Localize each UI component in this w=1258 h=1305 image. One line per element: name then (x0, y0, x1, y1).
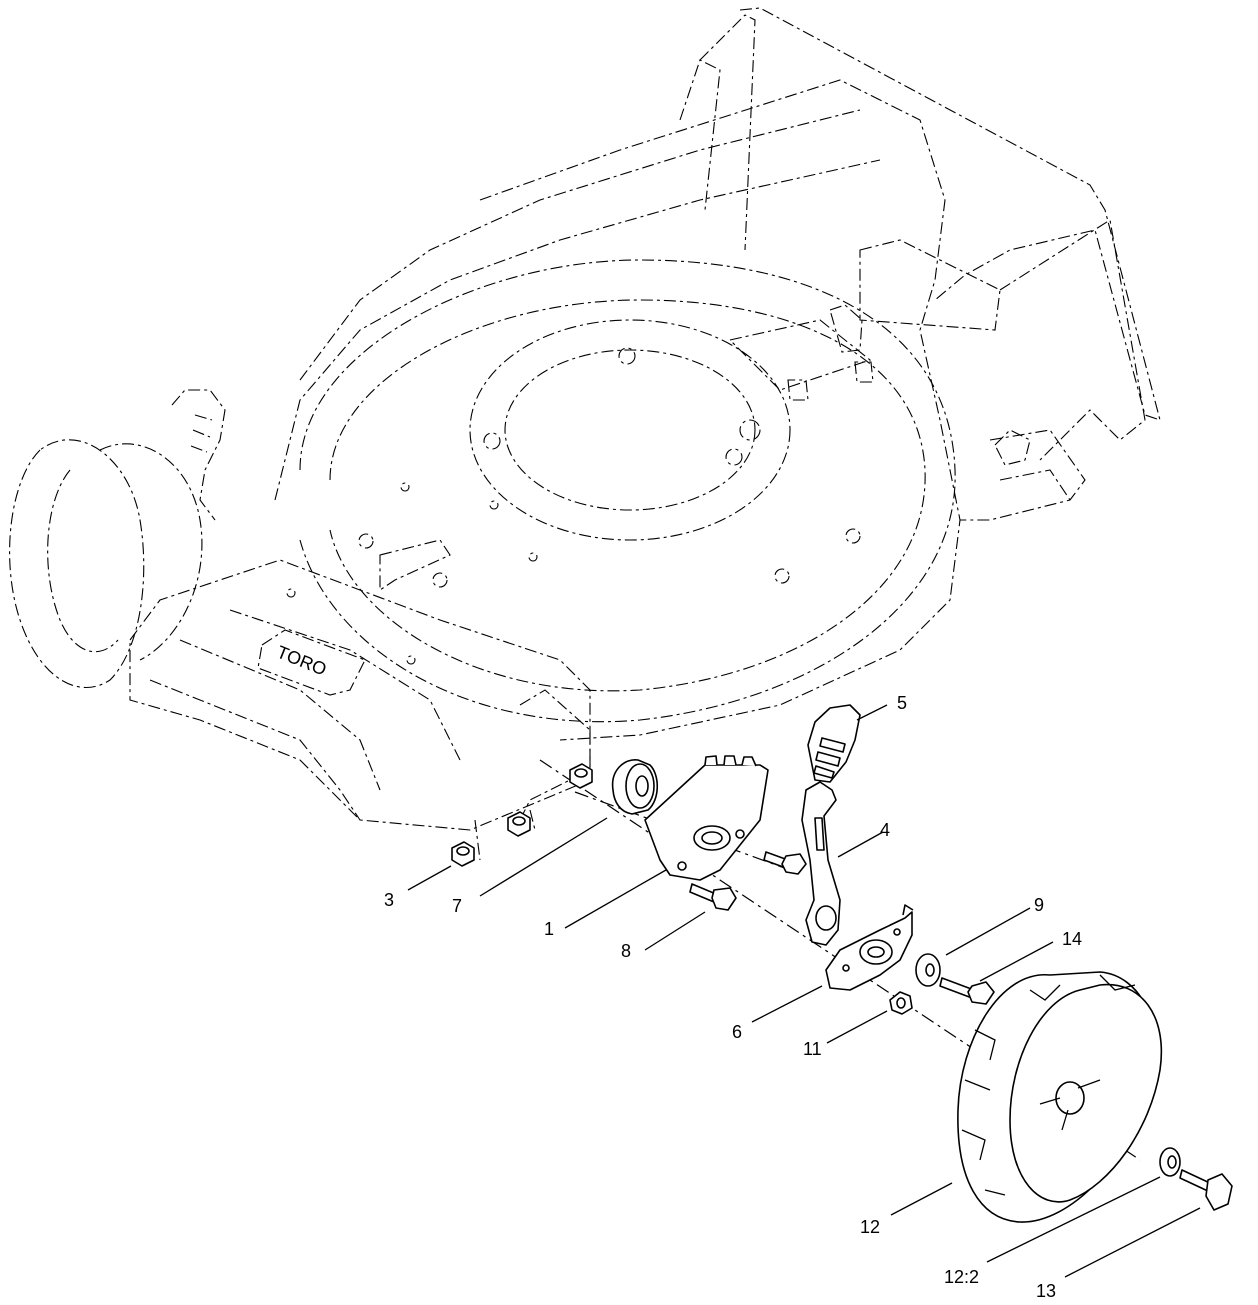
callout-7: 7 (452, 896, 462, 916)
part-3-nut-upper (507, 811, 531, 837)
part-6-pivot-plate (825, 904, 914, 991)
part-11-nut (889, 991, 913, 1015)
part-1-bracket-plate (644, 755, 769, 881)
callout-12-2: 12:2 (944, 1267, 979, 1287)
callout-13: 13 (1036, 1281, 1056, 1301)
part-3-nut (451, 841, 475, 867)
part-8-bolt-upper (763, 851, 807, 875)
callout-6: 6 (732, 1022, 742, 1042)
callout-5: 5 (897, 693, 907, 713)
callout-3: 3 (384, 890, 394, 910)
part-12-2-hub-washer (1159, 1147, 1181, 1177)
part-3-nut-top (569, 763, 593, 789)
callout-9: 9 (1034, 895, 1044, 915)
part-12-wheel (957, 971, 1163, 1223)
part-9-washer (915, 953, 941, 987)
deck-logo: TORO (274, 642, 329, 680)
callout-1: 1 (544, 919, 554, 939)
part-7-bushing (611, 759, 659, 815)
callout-11: 11 (803, 1039, 822, 1059)
part-13-shoulder-bolt (1179, 1169, 1233, 1211)
part-4-lever-arm (801, 781, 841, 946)
part-8-bolt (689, 883, 737, 911)
callout-8: 8 (621, 941, 631, 961)
part-5-adjust-knob (807, 704, 861, 783)
part-14-axle-bolt (939, 977, 995, 1005)
mower-deck-phantom: TORO (9, 7, 1161, 861)
callout-14: 14 (1062, 929, 1082, 949)
callout-12: 12 (860, 1217, 880, 1237)
leader-lines (407, 704, 1201, 1278)
callout-4: 4 (880, 820, 890, 840)
